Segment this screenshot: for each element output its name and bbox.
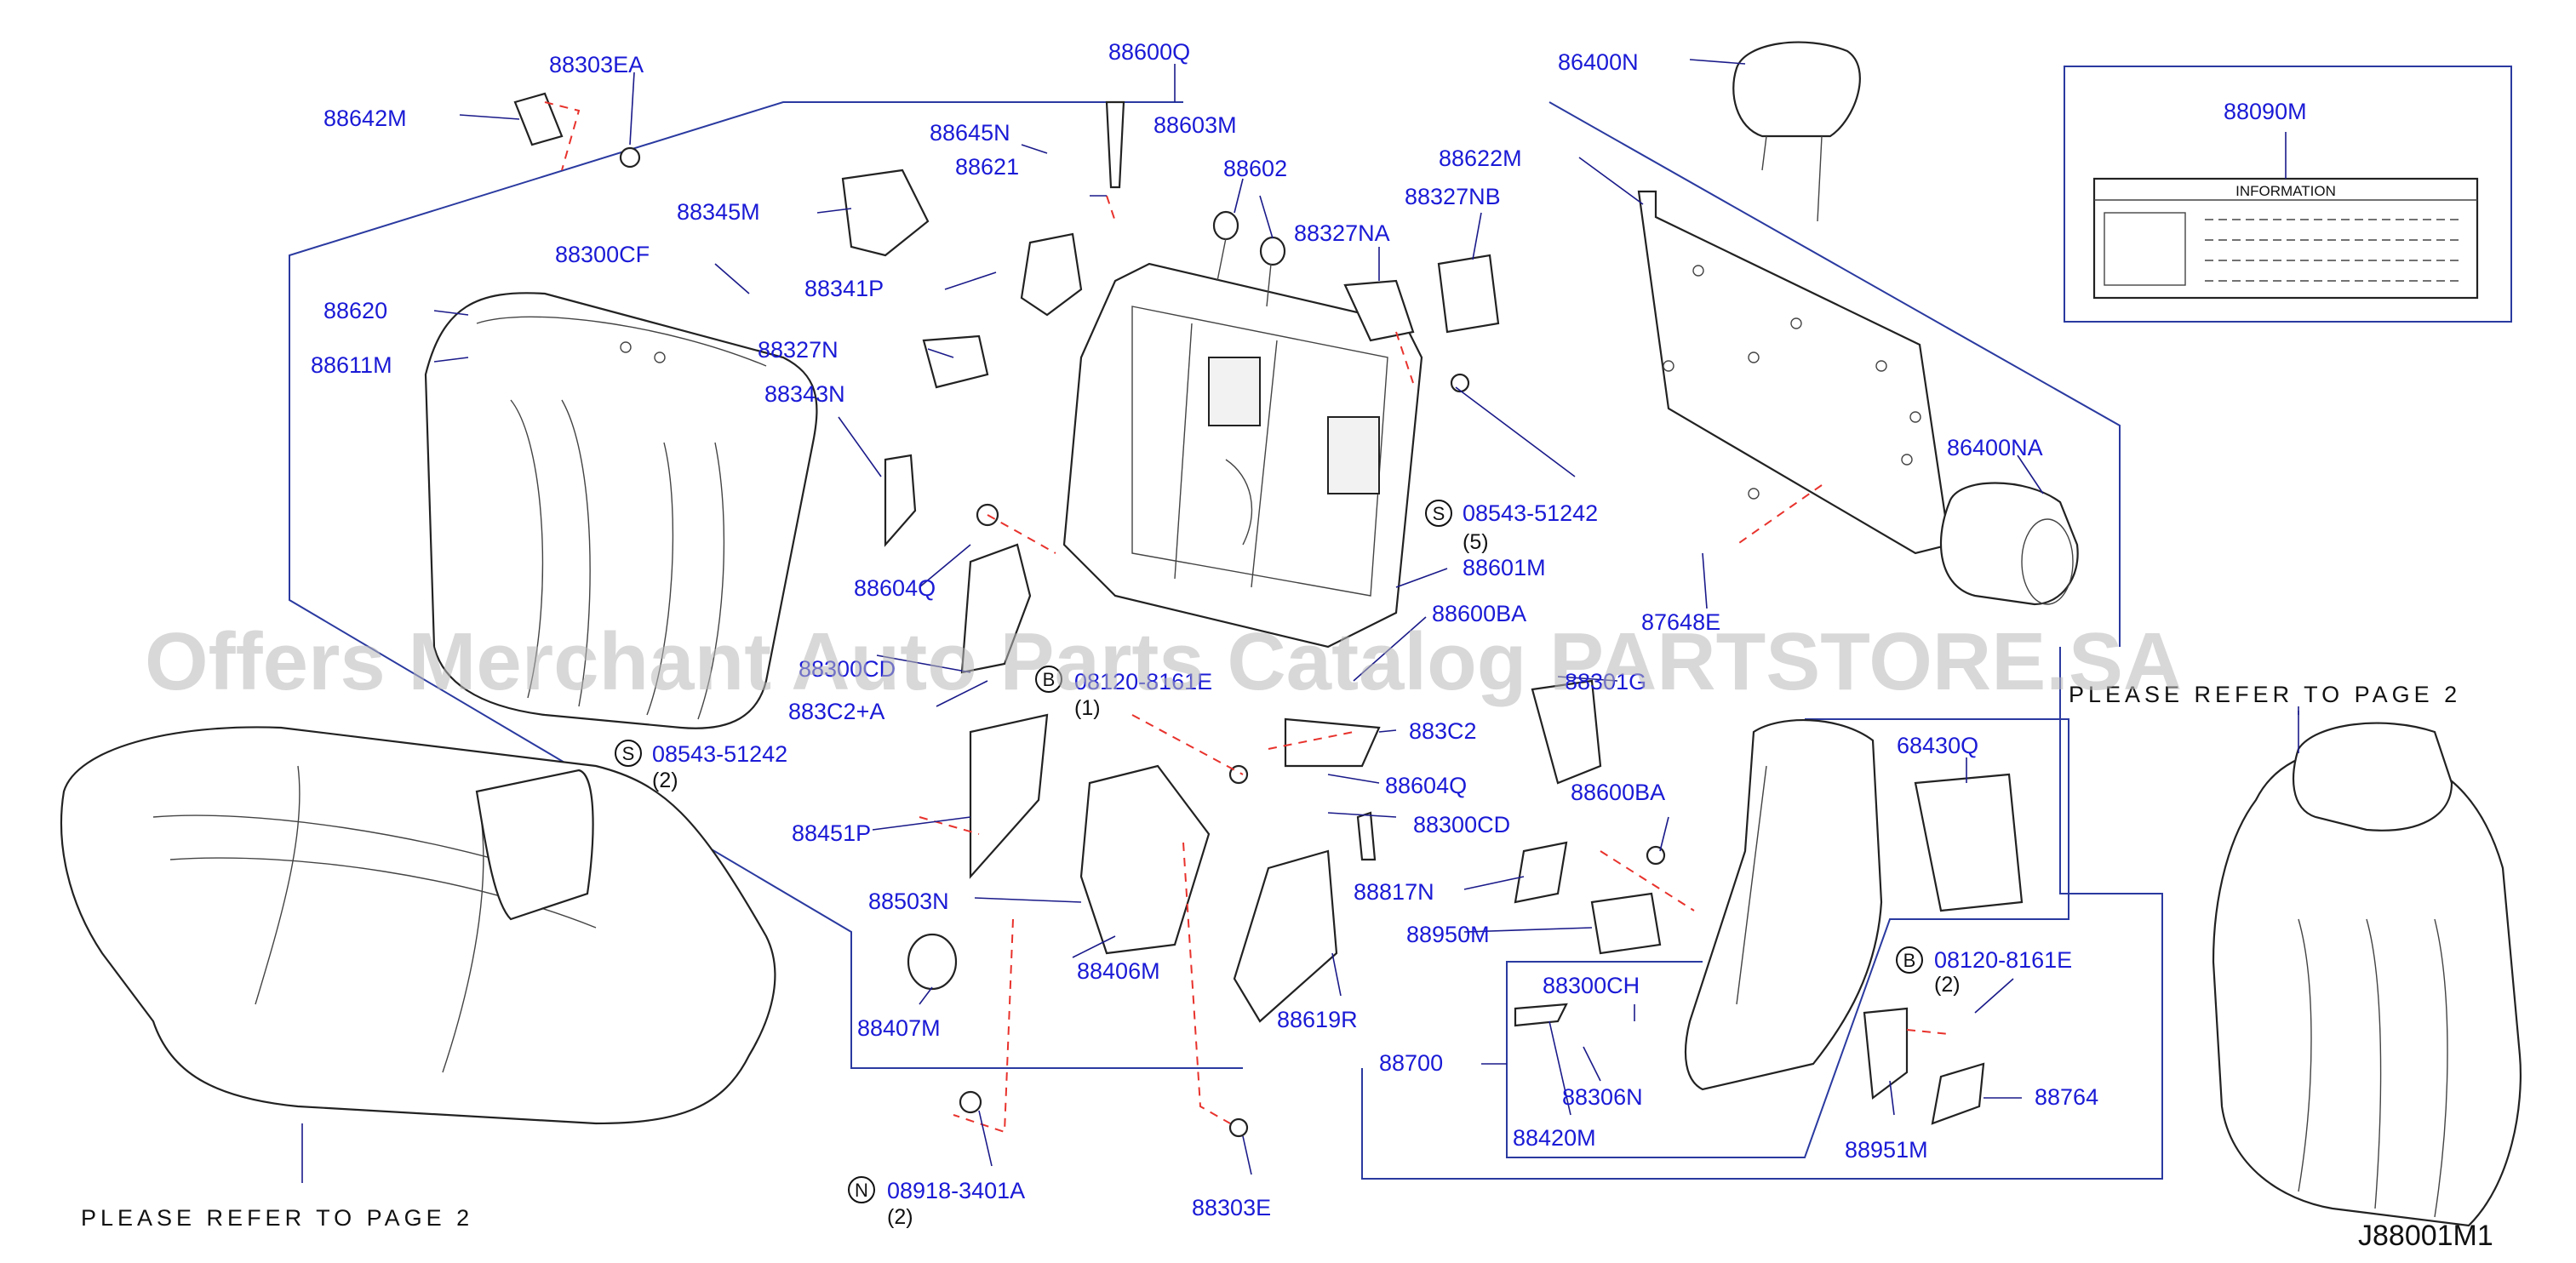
part-label: 883C2+A (788, 699, 884, 724)
part-label: 88407M (857, 1015, 941, 1041)
seatback-assembly-outline-right (1548, 101, 2121, 647)
part-label: 88345M (677, 199, 760, 225)
part-label: 88621 (955, 154, 1019, 180)
part-label: 883C2 (1409, 718, 1477, 744)
quantity-label: (1) (1074, 696, 1101, 720)
part-label: 88503N (868, 889, 949, 914)
part-label: 88300CD (1413, 812, 1510, 837)
part-label: 68430Q (1897, 733, 1978, 758)
quantity-label: (2) (652, 769, 678, 792)
part-label: 88451P (792, 820, 871, 846)
part-label: 88300CF (555, 242, 650, 267)
part-label: 88645N (930, 120, 1010, 146)
part-label: 08918-3401A (887, 1178, 1025, 1203)
headrest-illustration (1732, 41, 1861, 222)
fastener-symbols: S B S B N (615, 500, 1923, 1203)
part-label: 88306N (1562, 1084, 1643, 1110)
part-label: 08543-51242 (652, 741, 787, 767)
part-label: 88622M (1439, 146, 1522, 171)
part-label: 88327NB (1405, 184, 1501, 209)
side-panel-illustration (1684, 718, 1883, 1091)
part-label: 88604Q (1385, 773, 1467, 798)
part-label: 88420M (1513, 1125, 1596, 1151)
part-label: 88619R (1277, 1007, 1358, 1032)
part-label: 87648E (1641, 609, 1720, 635)
part-label: 88327N (758, 337, 839, 363)
seatback-frame-illustration (1062, 262, 1423, 649)
part-label: 88406M (1077, 958, 1160, 984)
fastener-symbol-b: B (1903, 950, 1916, 971)
part-label: 88950M (1406, 922, 1490, 947)
quantity-labels: (5) (1) (2) (2) (2) (652, 530, 1961, 1229)
part-label: 88600BA (1432, 601, 1526, 626)
part-label: 88090M (2224, 99, 2307, 124)
quantity-label: (2) (887, 1205, 913, 1229)
fastener-symbol-b: B (1043, 669, 1056, 690)
subassembly-outline (1361, 647, 2163, 1180)
part-label: 86400N (1558, 49, 1639, 75)
refer-page-note-left: PLEASE REFER TO PAGE 2 (81, 1205, 473, 1231)
part-label: 88642M (323, 106, 407, 131)
part-number-labels: 88303EA 88600Q 86400N 88090M 88642M 8864… (311, 39, 2307, 1220)
part-label: 86400NA (1947, 435, 2043, 460)
part-label: 88600Q (1108, 39, 1190, 65)
part-label: 88603M (1153, 112, 1237, 138)
part-label: 88611M (311, 352, 392, 378)
information-label-box (2064, 66, 2512, 323)
side-panel-outline (1506, 718, 2069, 1158)
part-label: 88604Q (854, 575, 936, 601)
part-label: 88301G (1565, 669, 1646, 694)
label-heading: INFORMATION (2235, 183, 2336, 199)
part-label: 88817N (1354, 879, 1434, 905)
part-label: 08120-8161E (1074, 669, 1212, 694)
fastener-symbol-n: N (855, 1180, 868, 1201)
part-label: 88303EA (549, 52, 644, 77)
part-label: 88300CH (1543, 973, 1640, 998)
diagram-code: J88001M1 (2358, 1220, 2493, 1252)
fastener-symbol-s: S (622, 743, 635, 764)
part-label: 88300CD (799, 656, 896, 682)
armrest-headrest-illustration (1939, 482, 2079, 606)
part-label: 88343N (764, 381, 845, 407)
small-components (513, 92, 2024, 1138)
fastener-symbol-s: S (1433, 503, 1445, 524)
part-label: 88327NA (1294, 220, 1390, 246)
part-label: 88951M (1845, 1137, 1928, 1163)
seat-cushion-illustration (60, 726, 776, 1125)
part-label: 08120-8161E (1934, 947, 2072, 973)
seatback-assembly-outline (289, 101, 1243, 1069)
seatback-left-illustration (424, 292, 818, 729)
part-label: 88600BA (1571, 780, 1665, 805)
quantity-label: (2) (1934, 973, 1961, 997)
part-label: 88764 (2035, 1084, 2098, 1110)
rear-board-illustration (1637, 190, 1951, 555)
quantity-label: (5) (1463, 530, 1489, 554)
part-label: 08543-51242 (1463, 500, 1598, 526)
part-label: 88602 (1223, 156, 1287, 181)
seatback-right-illustration (2212, 722, 2522, 1227)
dashed-assembly-links (544, 101, 1950, 1134)
part-label: 88341P (804, 276, 884, 301)
refer-page-note-right: PLEASE REFER TO PAGE 2 (2069, 682, 2461, 707)
part-label: 88700 (1379, 1050, 1443, 1076)
part-label: 88303E (1192, 1195, 1271, 1220)
callout-leaders (301, 59, 2299, 1183)
part-label: 88601M (1463, 555, 1546, 580)
information-label: INFORMATION (2092, 177, 2479, 300)
part-label: 88620 (323, 298, 387, 323)
watermark: Offers Merchant Auto Parts Catalog PARTS… (145, 616, 2182, 707)
